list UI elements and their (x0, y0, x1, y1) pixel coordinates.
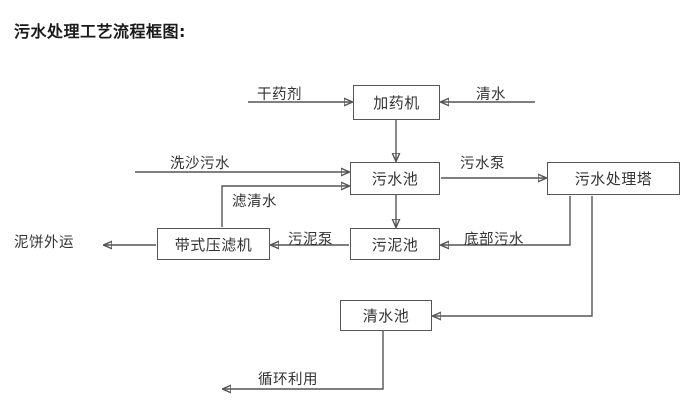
edge-tower-to-clean-water-pool (433, 196, 593, 316)
node-wastewater-treatment-tower[interactable]: 污水处理塔 (547, 162, 680, 195)
node-wastewater-pool[interactable]: 污水池 (350, 162, 440, 195)
edge-label-sewage-pump: 污水泵 (460, 156, 505, 172)
node-clean-water-pool[interactable]: 清水池 (340, 300, 432, 331)
edge-label-clean-water-in: 清水 (476, 87, 506, 103)
edge-label-dry-chemical: 干药剂 (257, 87, 302, 103)
page-title: 污水处理工艺流程框图: (14, 22, 186, 41)
node-sludge-pool[interactable]: 污泥池 (350, 228, 440, 260)
edge-label-bottom-sewage: 底部污水 (464, 232, 524, 248)
edge-label-sludge-pump: 污泥泵 (288, 232, 333, 248)
edge-label-filtered-water: 滤清水 (232, 194, 277, 210)
edge-label-recycle-reuse: 循环利用 (258, 372, 318, 388)
endpoint-label-mud-cake-out: 泥饼外运 (14, 235, 74, 251)
node-dosing-machine[interactable]: 加药机 (353, 85, 440, 120)
edge-label-sand-wash-sewage: 洗沙污水 (170, 156, 230, 172)
node-belt-filter-press[interactable]: 带式压滤机 (157, 228, 270, 260)
